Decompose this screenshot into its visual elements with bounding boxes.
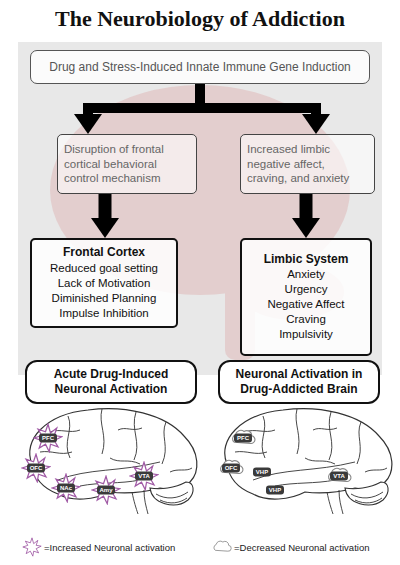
region-tag: PFC [237,435,249,441]
box-heading: Frontal Cortex [63,245,145,261]
box-text: Negative Affect [267,297,344,312]
legend-swatch [212,537,232,557]
list-box: Limbic SystemAnxietyUrgencyNegative Affe… [240,238,372,356]
caption-box: Neuronal Activation in Drug-Addicted Bra… [218,360,380,404]
box-text: Anxiety [287,267,325,282]
box-text: Reduced goal setting [50,261,158,276]
caption-box: Acute Drug-Induced Neuronal Activation [25,360,197,404]
box-text: Neuronal Activation in Drug-Addicted Bra… [226,367,372,397]
legend-item: =Decreased Neuronal activation [212,537,369,557]
region-tag: VTA [333,473,345,479]
process-box: Disruption of frontal cortical behaviora… [57,134,197,194]
region-tag: VHP [256,469,268,475]
box-text: Impulse Inhibition [59,306,149,321]
legend-text: =Increased Neuronal activation [44,542,175,553]
box-text: Urgency [285,282,328,297]
legend-swatch [22,537,42,557]
flow-arrow [88,84,200,114]
flow-arrow [200,84,316,114]
region-tag: OFC [30,465,43,471]
box-text: Lack of Motivation [58,276,151,291]
process-box: Increased limbic negative affect, cravin… [240,134,375,194]
legend-item: =Increased Neuronal activation [22,537,175,557]
region-tag: Amy [99,487,112,493]
flow-arrow [300,194,313,218]
region-tag: OFC [225,465,238,471]
region-tag: NAc [60,485,72,491]
box-text: Craving [286,312,326,327]
box-text: Impulsivity [279,327,333,342]
box-heading: Limbic System [264,252,349,268]
box-text: Diminished Planning [52,291,157,306]
region-tag: VHP [269,487,281,493]
diagram-title: The Neurobiology of Addiction [0,6,400,32]
list-box: Frontal CortexReduced goal settingLack o… [30,238,178,328]
box-text: Acute Drug-Induced Neuronal Activation [33,367,189,397]
flow-arrow [99,194,112,218]
box-text: Drug and Stress-Induced Innate Immune Ge… [49,60,351,74]
region-tag: VTA [138,473,150,479]
process-box: Drug and Stress-Induced Innate Immune Ge… [30,50,370,84]
box-text: Increased limbic negative affect, cravin… [247,142,368,187]
box-text: Disruption of frontal cortical behaviora… [64,142,190,187]
region-tag: PFC [42,435,54,441]
legend-text: =Decreased Neuronal activation [234,542,369,553]
